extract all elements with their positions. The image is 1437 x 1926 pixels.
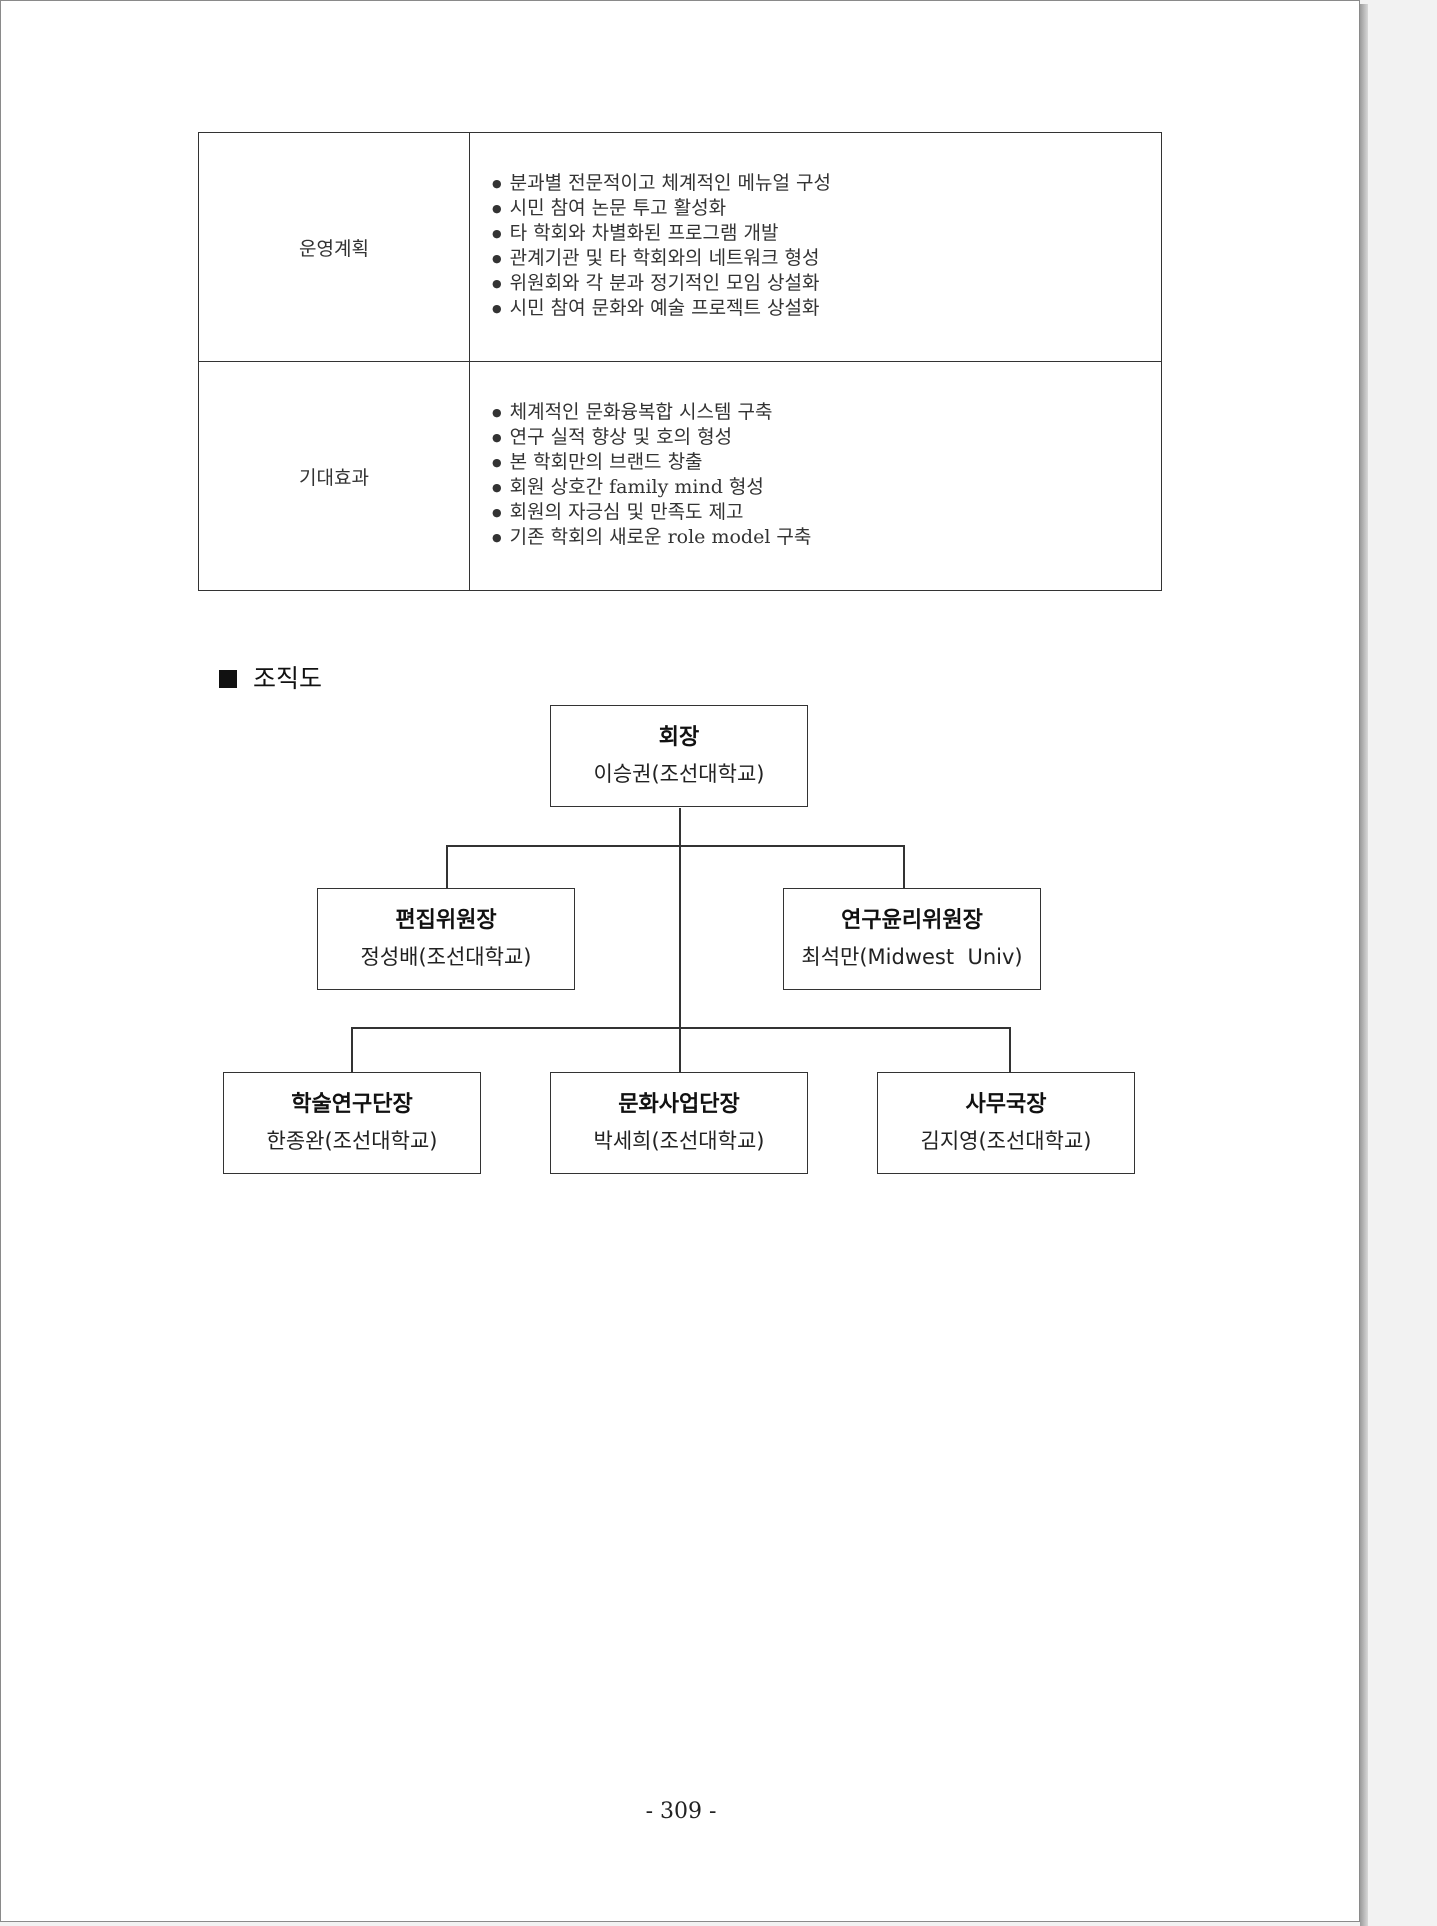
connector-line — [679, 808, 681, 1028]
list-item: 타 학회와 차별화된 프로그램 개발 — [492, 222, 1160, 247]
list-item: 기존 학회의 새로운 role model 구축 — [492, 526, 1160, 551]
list-item: 체계적인 문화융복합 시스템 구축 — [492, 401, 1160, 426]
org-chart: 회장 이승권(조선대학교) 편집위원장 정성배(조선대학교) 연구윤리위원장 최… — [1, 1, 1361, 1923]
section-title: 조직도 — [253, 664, 323, 693]
list-item: 분과별 전문적이고 체계적인 메뉴얼 구성 — [492, 172, 1160, 197]
connector-line — [903, 845, 905, 888]
section-heading: 조직도 — [219, 659, 322, 695]
list-item: 시민 참여 논문 투고 활성화 — [492, 197, 1160, 222]
page-number: - 309 - — [645, 1799, 717, 1824]
list-item: 관계기관 및 타 학회와의 네트워크 형성 — [492, 247, 1160, 272]
org-box-president: 회장 이승권(조선대학교) — [550, 705, 808, 807]
org-box-editor: 편집위원장 정성배(조선대학교) — [317, 888, 575, 990]
org-role: 사무국장 — [965, 1092, 1047, 1117]
connector-line — [446, 845, 448, 888]
org-role: 학술연구단장 — [291, 1092, 413, 1117]
plan-table: 운영계획 분과별 전문적이고 체계적인 메뉴얼 구성 시민 참여 논문 투고 활… — [198, 132, 1162, 591]
org-name: 최석만(Midwest Univ) — [801, 945, 1023, 969]
table-row: 기대효과 체계적인 문화융복합 시스템 구축 연구 실적 향상 및 호의 형성 … — [198, 361, 1162, 591]
square-bullet-icon — [219, 670, 237, 688]
list-item: 본 학회만의 브랜드 창출 — [492, 451, 1160, 476]
row-content: 체계적인 문화융복합 시스템 구축 연구 실적 향상 및 호의 형성 본 학회만… — [469, 361, 1162, 591]
connector-line — [446, 845, 905, 847]
list-item: 시민 참여 문화와 예술 프로젝트 상설화 — [492, 297, 1160, 322]
row-content: 분과별 전문적이고 체계적인 메뉴얼 구성 시민 참여 논문 투고 활성화 타 … — [469, 132, 1162, 362]
org-role: 회장 — [658, 725, 700, 750]
row-label: 기대효과 — [198, 361, 470, 591]
org-box-research: 학술연구단장 한종완(조선대학교) — [223, 1072, 481, 1174]
org-name: 박세희(조선대학교) — [593, 1129, 765, 1153]
org-role: 편집위원장 — [395, 908, 497, 933]
org-name: 한종완(조선대학교) — [266, 1129, 438, 1153]
bullet-list: 분과별 전문적이고 체계적인 메뉴얼 구성 시민 참여 논문 투고 활성화 타 … — [492, 172, 1160, 322]
org-name: 김지영(조선대학교) — [920, 1129, 1092, 1153]
list-item: 연구 실적 향상 및 호의 형성 — [492, 426, 1160, 451]
list-item: 회원 상호간 family mind 형성 — [492, 476, 1160, 501]
connector-line — [1009, 1027, 1011, 1072]
connector-line — [679, 1027, 681, 1072]
row-label: 운영계획 — [198, 132, 470, 362]
document-page: 운영계획 분과별 전문적이고 체계적인 메뉴얼 구성 시민 참여 논문 투고 활… — [0, 0, 1360, 1922]
connector-line — [351, 1027, 353, 1072]
list-item: 회원의 자긍심 및 만족도 제고 — [492, 501, 1160, 526]
org-box-ethics: 연구윤리위원장 최석만(Midwest Univ) — [783, 888, 1041, 990]
page-edge-shadow — [1360, 4, 1368, 1926]
org-role: 연구윤리위원장 — [841, 908, 983, 933]
table-row: 운영계획 분과별 전문적이고 체계적인 메뉴얼 구성 시민 참여 논문 투고 활… — [198, 132, 1162, 362]
org-box-office: 사무국장 김지영(조선대학교) — [877, 1072, 1135, 1174]
org-role: 문화사업단장 — [618, 1092, 740, 1117]
bullet-list: 체계적인 문화융복합 시스템 구축 연구 실적 향상 및 호의 형성 본 학회만… — [492, 401, 1160, 551]
org-box-culture: 문화사업단장 박세희(조선대학교) — [550, 1072, 808, 1174]
list-item: 위원회와 각 분과 정기적인 모임 상설화 — [492, 272, 1160, 297]
org-name: 이승권(조선대학교) — [593, 762, 765, 786]
org-name: 정성배(조선대학교) — [360, 945, 532, 969]
connector-line — [351, 1027, 1011, 1029]
